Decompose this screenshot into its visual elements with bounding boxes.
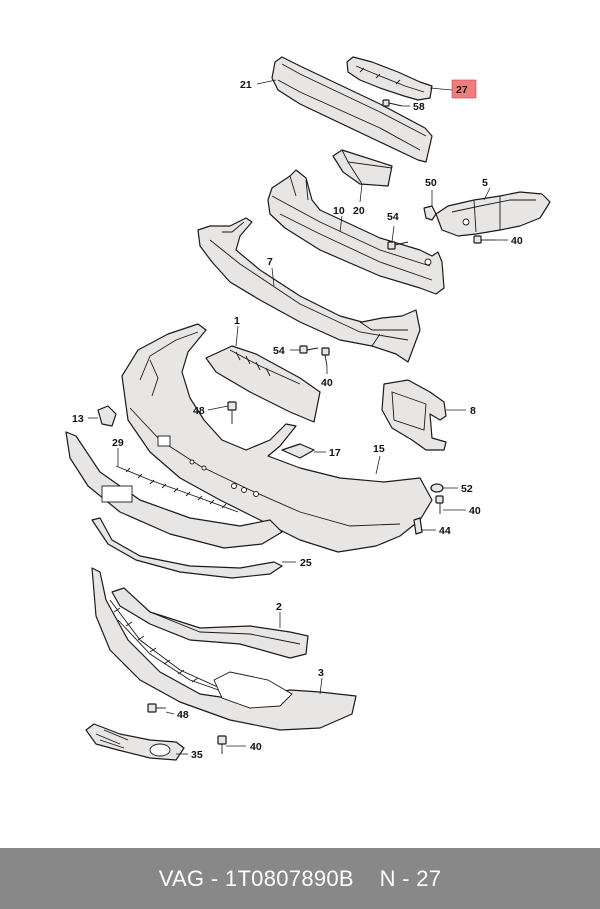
- callout-54b: 54: [273, 345, 285, 357]
- part-35-fog-grille: [85, 723, 185, 761]
- callout-40b: 40: [321, 377, 333, 389]
- callout-48b: 48: [177, 709, 189, 721]
- callout-52: 52: [461, 483, 473, 495]
- part-20-guide: [332, 149, 393, 187]
- callout-58: 58: [413, 101, 425, 113]
- callout-40d: 40: [250, 741, 262, 753]
- callout-27: 27: [456, 84, 468, 96]
- part-40-screw-d: [217, 735, 227, 754]
- callout-29: 29: [112, 437, 124, 449]
- callout-7: 7: [267, 256, 273, 268]
- callout-2: 2: [276, 601, 282, 613]
- part-48-screw-b: [147, 703, 166, 713]
- callout-35: 35: [191, 749, 203, 761]
- callout-1: 1: [234, 315, 240, 327]
- part-29-grille-strip: [65, 431, 283, 549]
- part-2-trim-bar: [111, 587, 309, 659]
- part-13-clip: [97, 405, 117, 427]
- callout-40a: 40: [511, 235, 523, 247]
- part-5-side-bracket: [435, 191, 551, 237]
- callout-21: 21: [240, 79, 252, 91]
- callout-10: 10: [333, 205, 345, 217]
- callout-40c: 40: [469, 505, 481, 517]
- callout-5: 5: [482, 177, 488, 189]
- part-27-bracket: [346, 56, 433, 101]
- part-number-footer: VAG - 1T0807890B N - 27: [0, 848, 600, 909]
- callout-3: 3: [318, 667, 324, 679]
- part-40-screw-b: [321, 347, 330, 367]
- part-21-absorber: [271, 56, 433, 163]
- footer-part-number: 1T0807890B: [224, 865, 354, 891]
- callout-labels: 21 27 58 20 10 50 5 54 40 7 1 54 40 48 1…: [72, 79, 523, 761]
- footer-separator: -: [204, 865, 225, 891]
- part-40-screw-a: [473, 235, 496, 244]
- part-40-screw-c: [435, 495, 444, 514]
- callout-8: 8: [470, 405, 476, 417]
- callout-44: 44: [439, 525, 451, 537]
- callout-15: 15: [373, 443, 385, 455]
- part-48-screw-a: [227, 401, 237, 424]
- part-50-clip: [423, 205, 437, 221]
- leader-lines: [88, 79, 508, 755]
- footer-gap: [354, 866, 380, 892]
- callout-50: 50: [425, 177, 437, 189]
- callout-20: 20: [353, 205, 365, 217]
- part-58-screw: [382, 99, 403, 107]
- part-54-screw-b: [299, 345, 319, 354]
- part-25-spoiler: [91, 517, 283, 579]
- part-17-plate: [281, 443, 315, 459]
- footer-brand: VAG: [158, 865, 205, 891]
- footer-index: N - 27: [379, 865, 442, 891]
- part-44-clip: [413, 517, 423, 535]
- part-8-plate: [381, 379, 447, 451]
- highlight-box-27: [451, 79, 477, 99]
- part-52-grommet: [430, 483, 444, 493]
- callout-54a: 54: [387, 211, 399, 223]
- part-1-insert: [205, 345, 321, 423]
- callout-25: 25: [300, 557, 312, 569]
- part-54-screw-a: [387, 241, 409, 250]
- part-10-carrier: [267, 169, 445, 295]
- callout-48a: 48: [193, 405, 205, 417]
- callout-17: 17: [329, 447, 341, 459]
- part-7-reinforcement: [197, 217, 421, 363]
- callout-13: 13: [72, 413, 84, 425]
- exploded-parts-diagram: 21 27 58 20 10 50 5 54 40 7 1 54 40 48 1…: [65, 56, 551, 761]
- part-3-lower-grille: [91, 567, 357, 731]
